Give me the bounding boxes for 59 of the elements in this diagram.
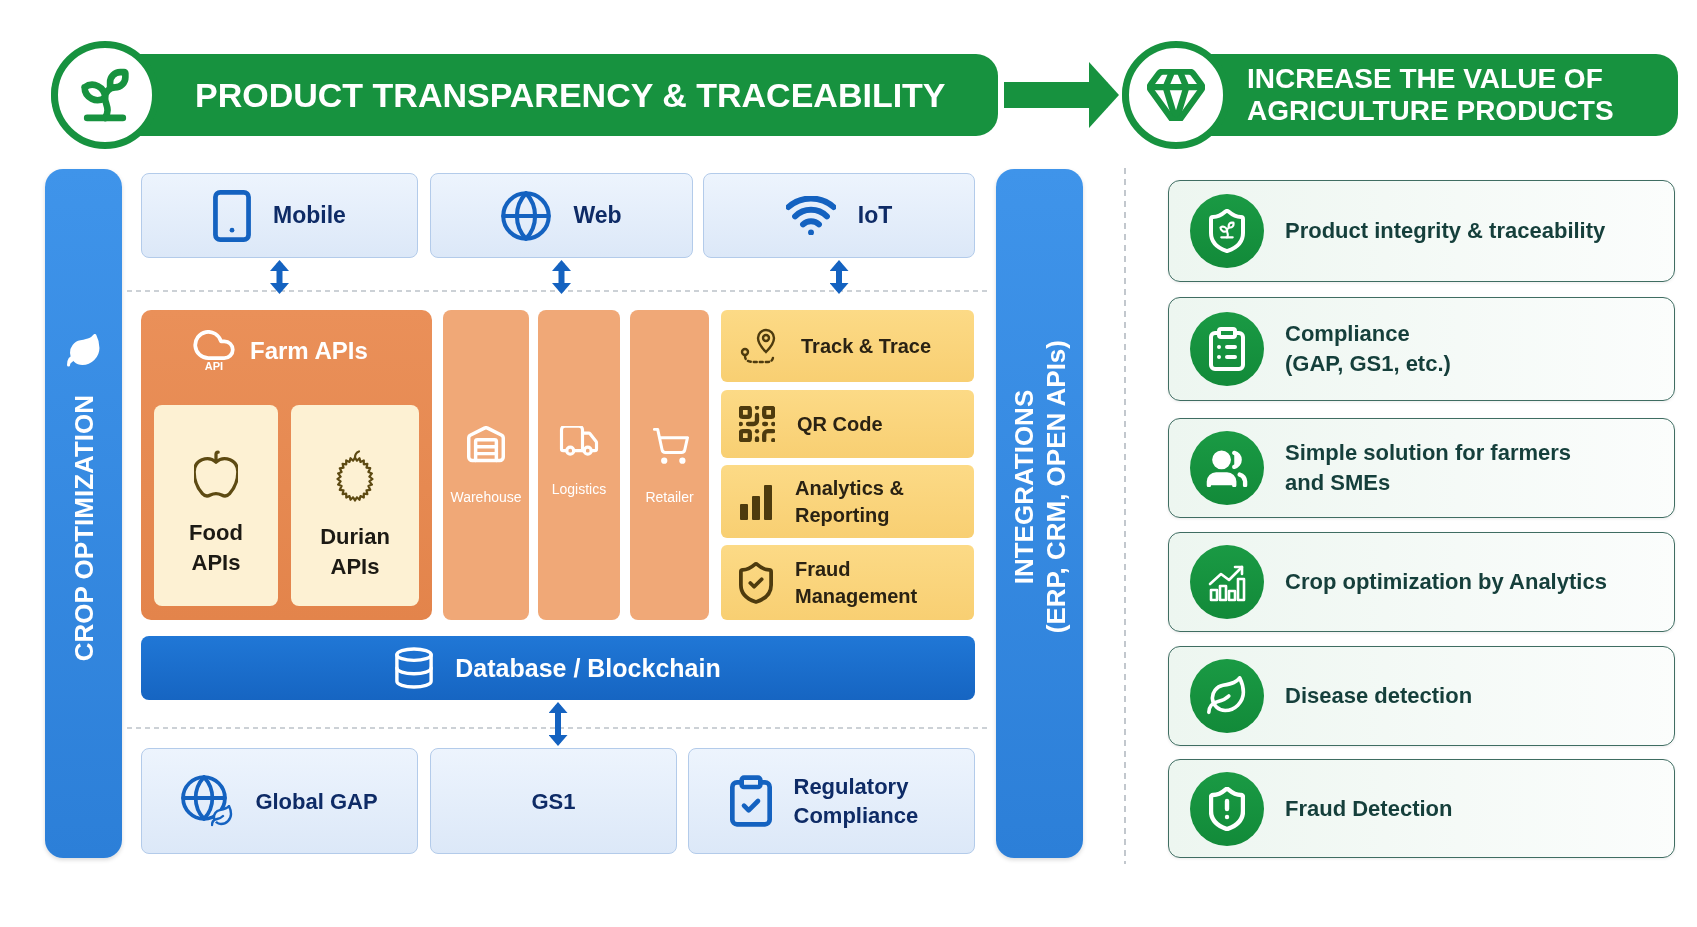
side-bar xyxy=(996,169,1083,858)
feature-card xyxy=(721,465,974,538)
stage-column xyxy=(630,310,709,620)
arrow xyxy=(1004,62,1119,128)
benefit-text: Disease detection xyxy=(1285,682,1473,710)
double-headed-arrow xyxy=(270,260,289,294)
feature-card xyxy=(721,545,974,620)
platform-card xyxy=(430,748,677,854)
benefit-card xyxy=(1168,759,1675,858)
platform-card xyxy=(703,173,975,258)
platform-label: Mobile xyxy=(273,201,346,230)
panel-heading: Farm APIs xyxy=(250,336,368,366)
benefit-card xyxy=(1168,180,1675,282)
benefit-text: Simple solution for farmers and SMEs xyxy=(1285,439,1573,497)
platform-label: Regulatory Compliance xyxy=(793,773,920,830)
api-panel xyxy=(141,310,432,620)
stage-label: Warehouse xyxy=(450,488,522,506)
stage-column xyxy=(538,310,620,620)
side-bar xyxy=(45,169,122,858)
double-headed-arrow xyxy=(829,260,849,294)
feature-card xyxy=(721,310,974,382)
api-name: Food APIs xyxy=(188,519,244,577)
benefit-text: Compliance (GAP, GS1, etc.) xyxy=(1285,320,1452,378)
double-headed-arrow xyxy=(552,260,571,294)
feature-label: Track & Trace xyxy=(801,333,932,359)
platform-card xyxy=(141,173,418,258)
platform-label: GS1 xyxy=(531,787,576,816)
platform-card xyxy=(430,173,693,258)
feature-card xyxy=(721,390,974,458)
database-bar xyxy=(141,636,975,700)
platform-label: Web xyxy=(573,201,622,230)
double-headed-arrow xyxy=(548,702,568,746)
benefit-text: Crop optimization by Analytics xyxy=(1285,568,1607,596)
platform-card xyxy=(688,748,975,854)
benefit-card xyxy=(1168,418,1675,518)
icon-caption: API xyxy=(204,360,224,372)
banner-heading: INCREASE THE VALUE OF AGRICULTURE PRODUCTS xyxy=(1247,63,1615,127)
api-name: Durian APIs xyxy=(319,523,391,581)
benefit-text: Product integrity & traceability xyxy=(1285,217,1606,245)
database-label: Database / Blockchain xyxy=(455,653,721,683)
vertical-label: CROP OPTIMIZATION xyxy=(67,395,100,662)
feature-label: QR Code xyxy=(797,411,883,437)
benefit-card xyxy=(1168,646,1675,746)
platform-card xyxy=(141,748,418,854)
feature-label: Analytics & Reporting xyxy=(795,475,905,528)
stage-label: Logistics xyxy=(551,480,607,498)
platform-label: Global GAP xyxy=(255,787,378,816)
banner-heading: PRODUCT TRANSPARENCY & TRACEABILITY xyxy=(195,75,946,115)
api-card xyxy=(154,405,278,606)
vertical-label: INTEGRATIONS xyxy=(1007,388,1040,587)
benefit-text: Fraud Detection xyxy=(1285,794,1453,823)
stage-column xyxy=(443,310,529,620)
platform-label: IoT xyxy=(857,201,893,230)
benefit-card xyxy=(1168,532,1675,632)
vertical-label: (ERP, CRM, OPEN APIs) xyxy=(1039,340,1072,634)
benefit-card xyxy=(1168,297,1675,401)
api-card xyxy=(291,405,419,606)
feature-label: Fraud Management xyxy=(795,556,919,609)
stage-label: Retailer xyxy=(645,488,694,506)
